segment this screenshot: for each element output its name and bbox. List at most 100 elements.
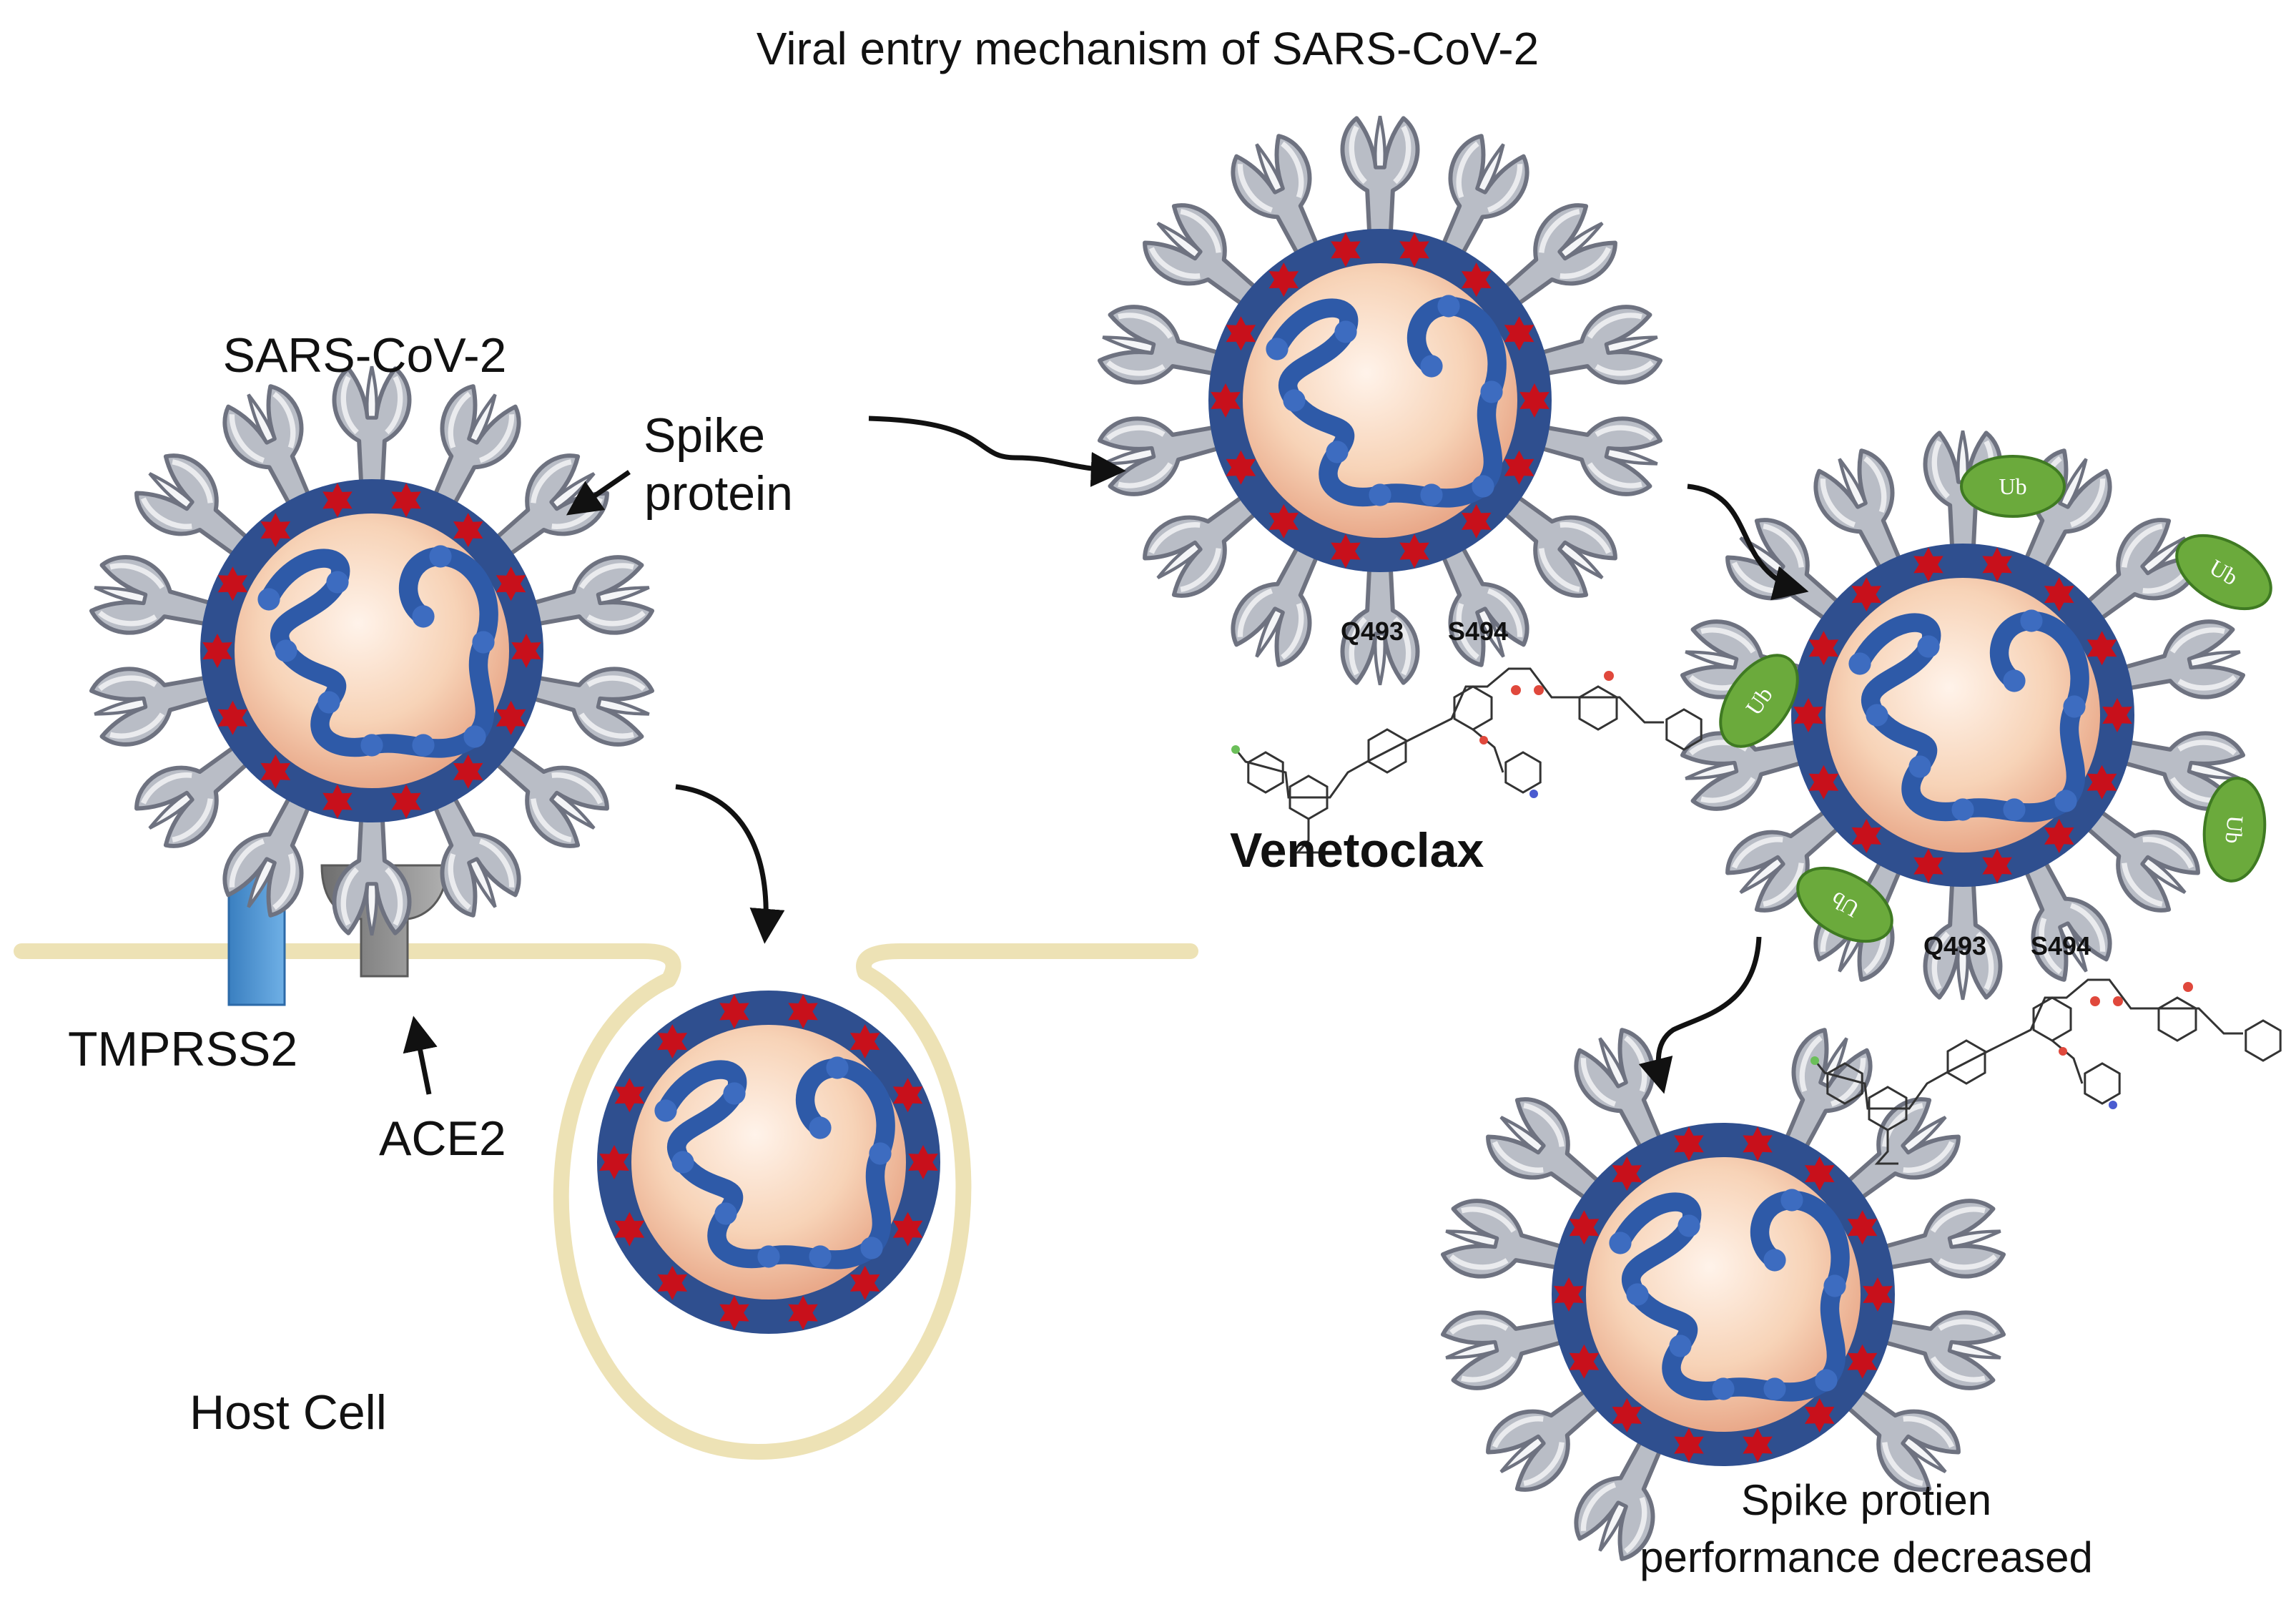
- rna-node: [360, 734, 383, 757]
- rna-node: [1266, 338, 1289, 360]
- envelope-protein: [1504, 316, 1534, 351]
- envelope-protein: [1399, 232, 1429, 267]
- arrow-to-ace2: [403, 1016, 438, 1095]
- envelope-protein: [2086, 631, 2117, 666]
- rna-node: [326, 571, 349, 594]
- virus-drug-bound: [1095, 116, 1666, 684]
- envelope-protein: [1743, 1428, 1773, 1463]
- envelope-protein: [2102, 698, 2132, 732]
- venetoclax-structure-1: [1231, 667, 1703, 854]
- envelope-protein: [892, 1212, 923, 1247]
- rna-node: [1326, 441, 1349, 463]
- spike-protein: [526, 652, 657, 751]
- envelope-protein: [1569, 1344, 1600, 1379]
- rna-node: [1626, 1283, 1649, 1306]
- envelope-protein: [1913, 547, 1943, 582]
- envelope-protein: [1226, 450, 1256, 485]
- spike-protein: [1438, 1295, 1569, 1395]
- rna-node: [1283, 389, 1306, 412]
- rna-node: [1848, 652, 1871, 675]
- envelope-protein: [1461, 262, 1492, 298]
- rna-node: [412, 605, 435, 628]
- envelope-protein: [1743, 1126, 1773, 1161]
- spike-protein: [335, 818, 410, 935]
- envelope-protein: [892, 1078, 923, 1113]
- rna-node: [869, 1142, 892, 1165]
- envelope-protein: [1847, 1344, 1878, 1379]
- rna-node: [809, 1116, 832, 1139]
- label-spike-line1: Spike: [644, 408, 765, 463]
- spike-protein: [1878, 1295, 2009, 1395]
- envelope-protein: [1804, 1156, 1835, 1191]
- rna-node: [1763, 1377, 1786, 1400]
- rna-node: [723, 1082, 746, 1105]
- rna-node: [826, 1056, 849, 1079]
- envelope-protein: [1674, 1428, 1704, 1463]
- envelope-protein: [614, 1212, 645, 1247]
- envelope-protein: [1804, 1397, 1835, 1433]
- rna-node: [1908, 755, 1931, 778]
- ubiquitin-label: Ub: [1999, 473, 2026, 499]
- envelope-protein: [2044, 818, 2074, 853]
- envelope-protein: [719, 1295, 749, 1330]
- virus-impaired: [1438, 1022, 2009, 1567]
- rna-node: [2020, 609, 2043, 632]
- label-residue-s494-1: S494: [1448, 616, 1508, 646]
- spike-protein: [1534, 300, 1665, 400]
- envelope-protein: [1808, 765, 1839, 800]
- envelope-protein: [1793, 698, 1823, 732]
- rna-node: [654, 1099, 677, 1122]
- rna-node: [1763, 1249, 1786, 1272]
- rna-node: [257, 588, 280, 611]
- ubiquitin-label: Ub: [2220, 815, 2248, 845]
- spike-protein: [526, 551, 657, 650]
- spike-protein: [87, 551, 217, 650]
- rna-node: [2054, 790, 2077, 812]
- rna-node: [1669, 1335, 1692, 1357]
- envelope-protein: [322, 483, 353, 518]
- rna-node: [1480, 380, 1503, 403]
- rna-node: [1815, 1369, 1838, 1392]
- virus-attaching: [87, 366, 658, 935]
- arrow-to-drug-binding: [868, 416, 1126, 487]
- envelope-protein: [1982, 848, 2012, 883]
- arrow-to-spike: [566, 470, 631, 516]
- rna-node: [429, 545, 452, 568]
- envelope-protein: [1851, 577, 1882, 612]
- envelope-protein: [1461, 503, 1492, 539]
- label-residue-s494-2: S494: [2031, 931, 2091, 960]
- envelope-protein: [1569, 1210, 1600, 1245]
- envelope-protein: [260, 754, 291, 789]
- rna-node: [1609, 1232, 1632, 1254]
- envelope-protein: [496, 566, 526, 601]
- spike-protein: [1095, 401, 1226, 501]
- rna-node: [1712, 1377, 1735, 1400]
- rna-node: [1369, 483, 1391, 506]
- envelope-protein: [599, 1145, 629, 1179]
- envelope-protein: [1612, 1156, 1642, 1191]
- arrow-to-result: [1638, 936, 1762, 1094]
- envelope-protein: [1847, 1210, 1878, 1245]
- virus-ubiquitinated: [1677, 431, 2249, 999]
- viral-core: [1826, 578, 2100, 852]
- envelope-protein: [788, 994, 818, 1029]
- rna-node: [1334, 320, 1357, 343]
- envelope-protein: [202, 634, 232, 668]
- envelope-protein: [657, 1265, 688, 1300]
- spike-protein: [1343, 116, 1418, 233]
- envelope-protein: [1268, 503, 1299, 539]
- rna-node: [1420, 483, 1443, 506]
- rna-node: [757, 1245, 780, 1268]
- rna-node: [1917, 635, 1940, 658]
- rna-node: [412, 734, 435, 757]
- viral-core: [235, 514, 509, 788]
- envelope-protein: [849, 1265, 880, 1300]
- label-ace2: ACE2: [379, 1111, 506, 1166]
- envelope-protein: [2044, 577, 2074, 612]
- envelope-protein: [1519, 383, 1549, 418]
- envelope-protein: [1851, 818, 1882, 853]
- envelope-protein: [1268, 262, 1299, 298]
- spike-protein: [1534, 401, 1665, 501]
